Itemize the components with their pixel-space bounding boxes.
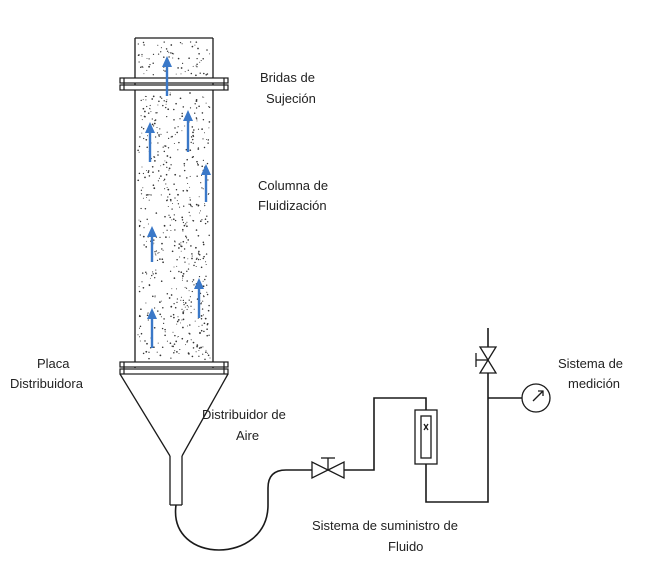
flow-arrow-icon [183,110,193,152]
flow-arrow-icon [147,226,157,262]
label-suministro-line2: Fluido [388,539,423,554]
supply-valve-icon [311,457,345,480]
label-columna-line2: Fluidización [258,198,327,213]
rotameter-icon [414,409,438,465]
label-medicion-line1: Sistema de [558,356,623,371]
flow-arrow-icon [145,122,155,162]
label-placa-line1: Placa [37,356,70,371]
label-distribuidor-line1: Distribuidor de [202,407,286,422]
flow-arrow-icon [201,164,211,202]
flow-arrow-icon [194,278,204,318]
top-flange [119,77,229,91]
flexible-hose [174,469,312,551]
supply-piping [344,328,522,503]
flow-arrow-icon [162,56,172,96]
fluidization-column [134,37,214,368]
flow-arrow-icon [147,308,157,348]
label-distribuidor-line2: Aire [236,428,259,443]
label-bridas-line2: Sujeción [266,91,316,106]
distributor-plate [119,361,229,375]
label-medicion-line2: medición [568,376,620,391]
air-distributor-cone [119,373,229,506]
label-columna-line1: Columna de [258,178,328,193]
label-bridas-line1: Bridas de [260,70,315,85]
fluid-flow-arrows [145,56,211,348]
label-suministro-line1: Sistema de suministro de [312,518,458,533]
vent-valve-icon [475,346,498,374]
pressure-gauge-icon [521,383,551,413]
label-placa-line2: Distribuidora [10,376,84,391]
